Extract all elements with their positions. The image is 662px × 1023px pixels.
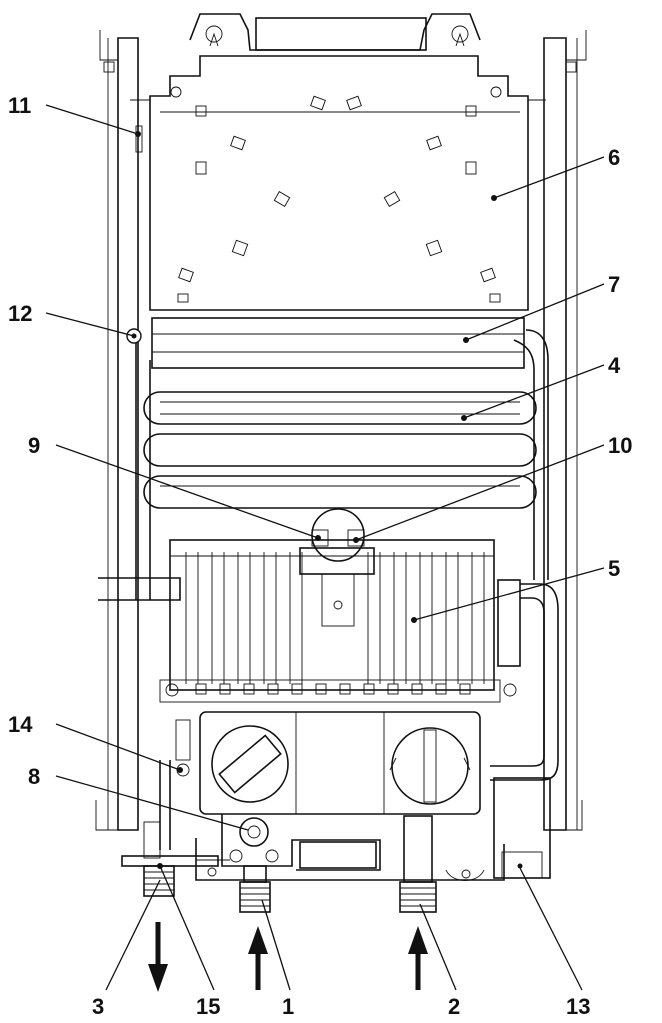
control-unit <box>159 711 481 871</box>
back-frame <box>95 13 587 831</box>
callout-2: 2 <box>448 994 460 1019</box>
down-arrow-icon <box>148 922 168 992</box>
callout-4: 4 <box>608 353 621 378</box>
callout-13: 13 <box>566 994 590 1019</box>
callout-6: 6 <box>608 145 620 170</box>
callout-labels: 11 6 12 7 4 9 10 5 14 8 3 15 1 2 13 <box>8 93 632 1019</box>
callout-15: 15 <box>196 994 220 1019</box>
callout-10: 10 <box>608 433 632 458</box>
heat-exchanger <box>126 317 549 600</box>
bottom-connections <box>121 777 551 913</box>
flue-hood <box>130 55 546 311</box>
callout-5: 5 <box>608 556 620 581</box>
up-arrow-icon <box>248 926 268 990</box>
callout-7: 7 <box>608 272 620 297</box>
callout-9: 9 <box>28 433 40 458</box>
leader-lines <box>45 104 605 991</box>
flow-arrows <box>148 922 428 992</box>
burner <box>98 508 559 781</box>
callout-12: 12 <box>8 301 32 326</box>
callout-14: 14 <box>8 712 33 737</box>
callout-3: 3 <box>92 994 104 1019</box>
callout-8: 8 <box>28 764 40 789</box>
up-arrow-icon <box>408 926 428 990</box>
callout-1: 1 <box>282 994 294 1019</box>
callout-11: 11 <box>8 93 31 118</box>
